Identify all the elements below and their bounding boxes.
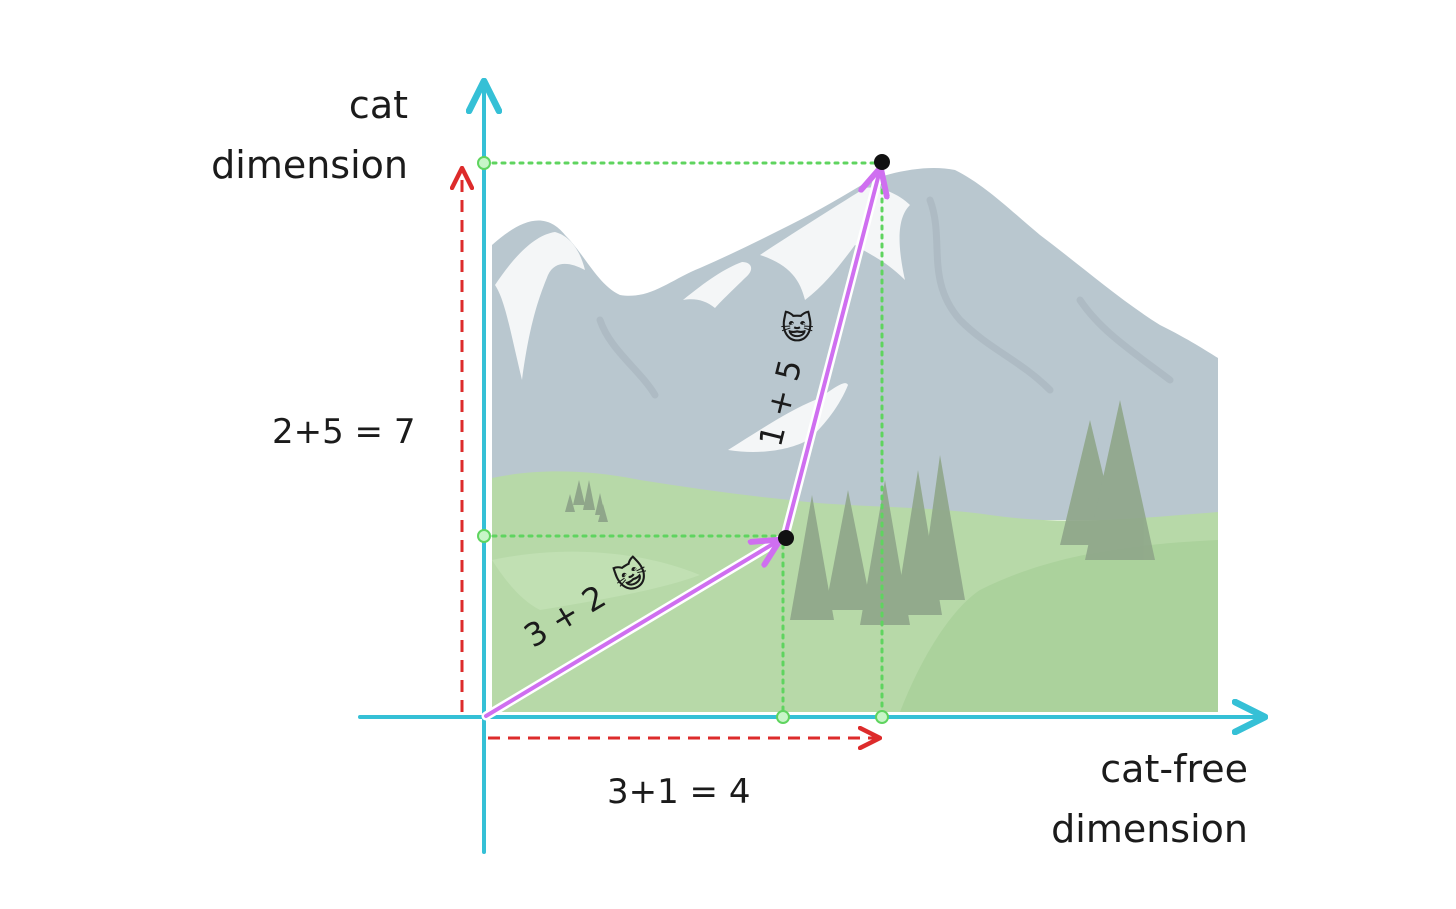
tick-point: [777, 711, 789, 723]
x-sum-label: 3+1 = 4: [607, 772, 751, 812]
x-axis-label-line2: dimension: [1051, 807, 1248, 851]
y-sum-label: 2+5 = 7: [272, 412, 416, 452]
tick-point: [478, 157, 490, 169]
y-axis-label-line2: dimension: [211, 143, 408, 187]
x-axis-label-line1: cat-free: [1100, 747, 1248, 791]
y-axis-label-line1: cat: [349, 83, 408, 127]
tick-point: [478, 530, 490, 542]
vector-two-endpoint: [874, 154, 890, 170]
vector-two-cat-icon: 😺: [780, 309, 813, 347]
tick-point: [876, 711, 888, 723]
vector-one-endpoint: [778, 530, 794, 546]
